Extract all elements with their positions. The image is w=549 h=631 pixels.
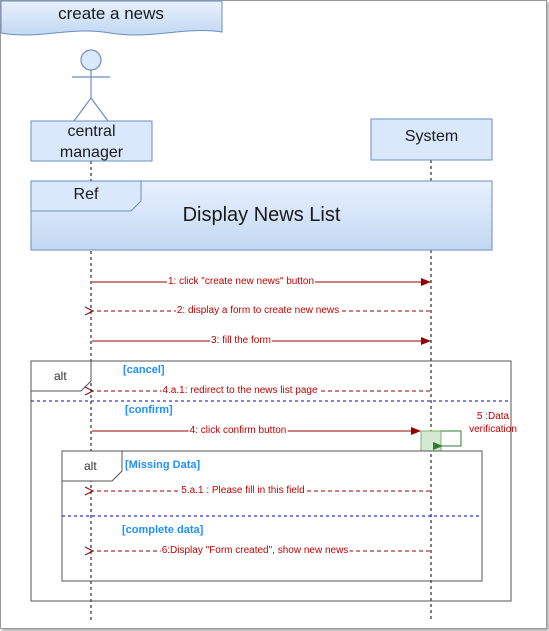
message-5a1-label: 5.a.1 : Please fill in this field [180,485,306,497]
inner-alt-tag: alt [84,459,97,473]
ref-title: Display News List [182,204,341,226]
inner-alt-guard-missing: [Missing Data] [125,459,201,471]
message-2-label: 2: display a form to create new news [175,305,341,317]
outer-alt-tag-shape [30,360,92,392]
message-4-label: 4: click confirm button [188,425,288,437]
self-message-line1: 5 :Data [476,411,510,422]
system-box [370,118,493,161]
self-message-label: 5 :Data verification [463,410,523,436]
self-message-arrow [433,430,462,450]
inner-alt-tag-shape [61,450,123,482]
ref-tag-shape [30,180,142,212]
message-6-label: 6:Display "Form created", show new news [160,545,350,557]
outer-alt-guard-cancel: [cancel] [123,364,165,376]
actor-icon [72,49,110,122]
diagram-title: create a news [58,4,164,23]
self-message-line2: verification [469,424,517,435]
title-tab [0,0,223,36]
message-4a1-label: 4.a.1: redirect to the news list page [161,385,319,397]
outer-alt-frame [30,360,512,602]
message-3-label: 3: fill the form [209,335,273,347]
actor-box [30,120,153,162]
actor-label-line1: central [67,123,116,140]
outer-alt-tag: alt [54,369,67,383]
inner-alt-guard-complete: [complete data] [122,524,204,536]
actor-label-line2: manager [59,144,124,161]
system-activation [420,430,442,452]
system-label: System [404,128,459,145]
message-1-label: 1: click "create new news" button [166,276,316,288]
ref-tag-label: Ref [73,186,99,203]
actor-label: central manager [31,121,152,163]
outer-alt-guard-confirm: [confirm] [125,404,173,416]
